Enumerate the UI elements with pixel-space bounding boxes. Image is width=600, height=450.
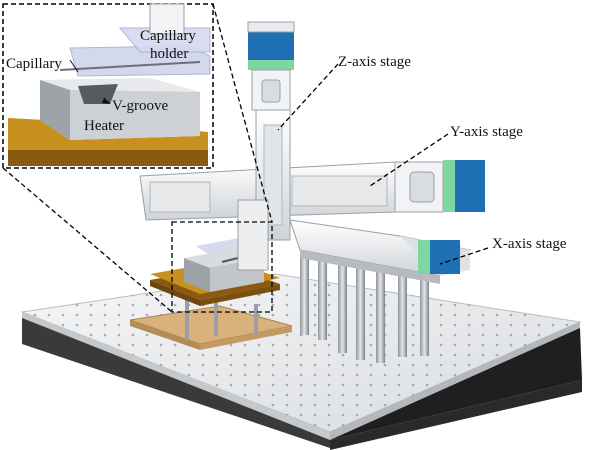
zoom-indicator [2,3,273,313]
inset-zoom [2,3,214,169]
z-axis-stage-label: Z-axis stage [338,54,411,70]
support-rods [300,245,429,363]
y-axis-stage-label: Y-axis stage [450,124,523,140]
capillary-holder-label-line1: Capillary [140,28,196,44]
x-axis-stage-label: X-axis stage [492,236,567,252]
heater-label: Heater [84,118,124,134]
x-axis-stage [289,219,472,284]
cork-plate [129,296,293,350]
capillary-holder-label-line2: holder [150,46,189,62]
capillary-label: Capillary [6,56,62,72]
leader-lines [277,63,489,265]
y-axis-stage [139,160,485,221]
z-axis-stage [237,21,295,271]
v-groove-label: V-groove [112,98,169,114]
